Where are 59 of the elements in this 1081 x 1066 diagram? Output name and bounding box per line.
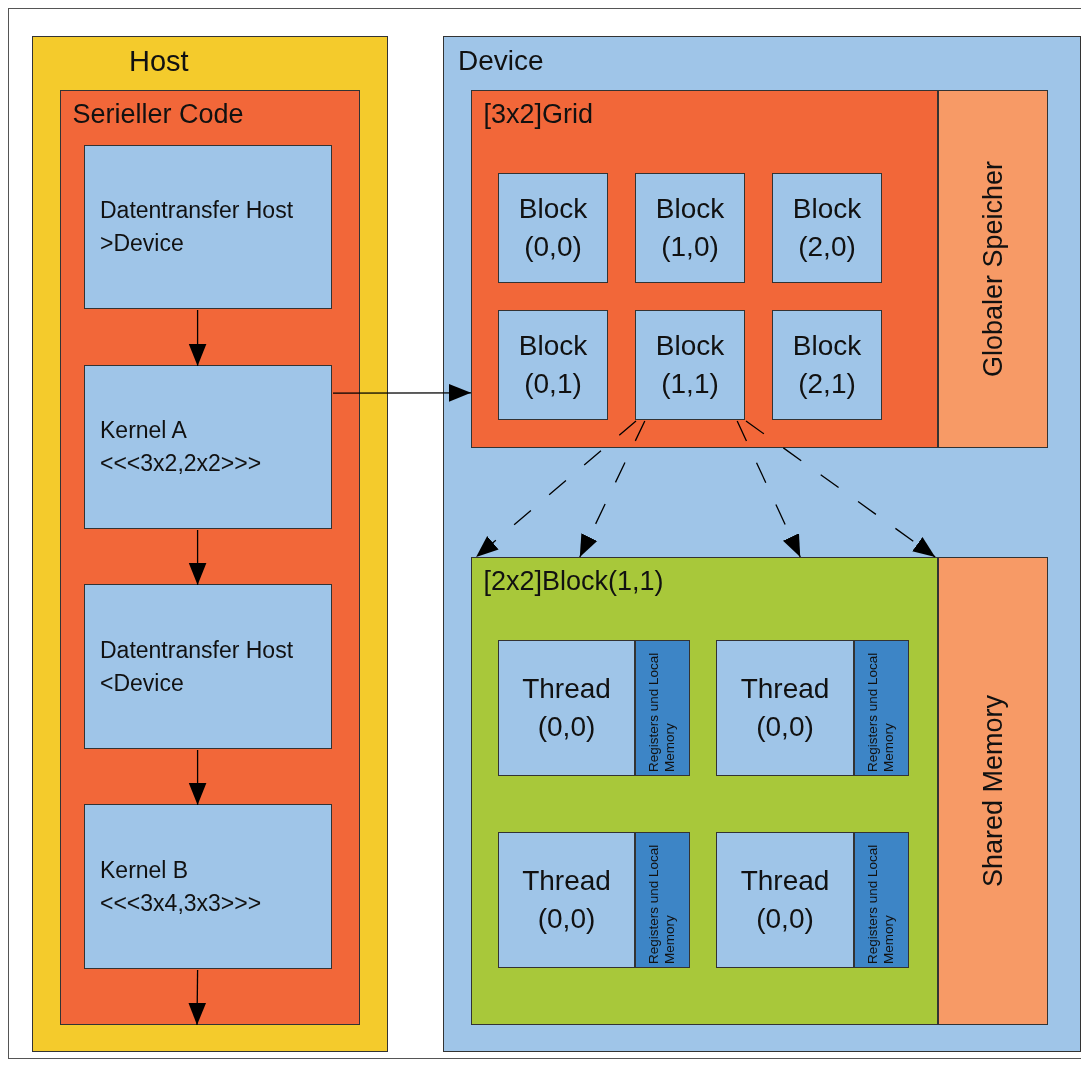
block-box	[498, 310, 608, 420]
panel-title: Host	[129, 45, 189, 78]
memory-bar	[937, 89, 1048, 448]
register-bar	[635, 832, 690, 968]
box-label: Block (2,1)	[791, 329, 863, 401]
dashed-arrow	[745, 420, 936, 558]
block-box	[635, 310, 745, 420]
arrow	[188, 969, 207, 1026]
arrow	[188, 309, 207, 367]
vertical-label: Registers und Local Memory	[645, 651, 678, 772]
block-box	[772, 310, 882, 420]
code-panel	[59, 89, 360, 1025]
thread-box	[716, 640, 854, 776]
dashed-arrow	[736, 420, 801, 558]
box-label: Datentransfer Host >Device	[100, 195, 295, 258]
thread-box	[498, 832, 635, 968]
vertical-label: Registers und Local Memory	[645, 843, 678, 964]
box-label: Block (1,0)	[654, 192, 726, 264]
vertical-label: Globaler Speicher	[977, 160, 1008, 377]
box-label: Thread (0,0)	[521, 864, 612, 936]
vertical-label: Registers und Local Memory	[864, 651, 897, 772]
register-bar	[854, 832, 909, 968]
panel-title: Serieller Code	[72, 98, 244, 130]
register-bar	[854, 640, 909, 776]
dashed-arrow	[579, 420, 646, 558]
panel-title: [2x2]Block(1,1)	[483, 565, 664, 597]
vertical-label: Registers und Local Memory	[864, 843, 897, 964]
arrow	[332, 384, 472, 402]
device-panel	[443, 36, 1081, 1052]
block-box	[498, 173, 608, 283]
process-box	[84, 804, 332, 969]
box-label: Block (2,0)	[791, 192, 863, 264]
thread-box	[498, 640, 635, 776]
process-box	[84, 584, 332, 749]
thread-box	[716, 832, 854, 968]
box-label: Thread (0,0)	[521, 672, 612, 744]
block-box	[772, 173, 882, 283]
box-label: Thread (0,0)	[739, 864, 831, 936]
box-label: Block (0,0)	[517, 192, 589, 264]
block-panel	[470, 556, 938, 1025]
process-box	[84, 145, 332, 309]
panel-title: Device	[458, 45, 544, 77]
process-box	[84, 365, 332, 529]
box-label: Kernel A <<<3x2,2x2>>>	[100, 415, 263, 478]
box-label: Datentransfer Host <Device	[100, 635, 295, 698]
vertical-label: Shared Memory	[977, 694, 1008, 887]
panel-title: [3x2]Grid	[483, 98, 594, 130]
arrow	[188, 529, 207, 586]
dashed-arrow	[475, 420, 637, 558]
block-box	[635, 173, 745, 283]
host-panel	[32, 36, 388, 1052]
box-label: Block (0,1)	[517, 329, 589, 401]
grid-panel	[470, 89, 938, 448]
box-label: Kernel B <<<3x4,3x3>>>	[100, 855, 263, 918]
box-label: Thread (0,0)	[739, 672, 831, 744]
memory-bar	[937, 556, 1048, 1025]
arrow	[188, 749, 207, 806]
register-bar	[635, 640, 690, 776]
box-label: Block (1,1)	[654, 329, 726, 401]
